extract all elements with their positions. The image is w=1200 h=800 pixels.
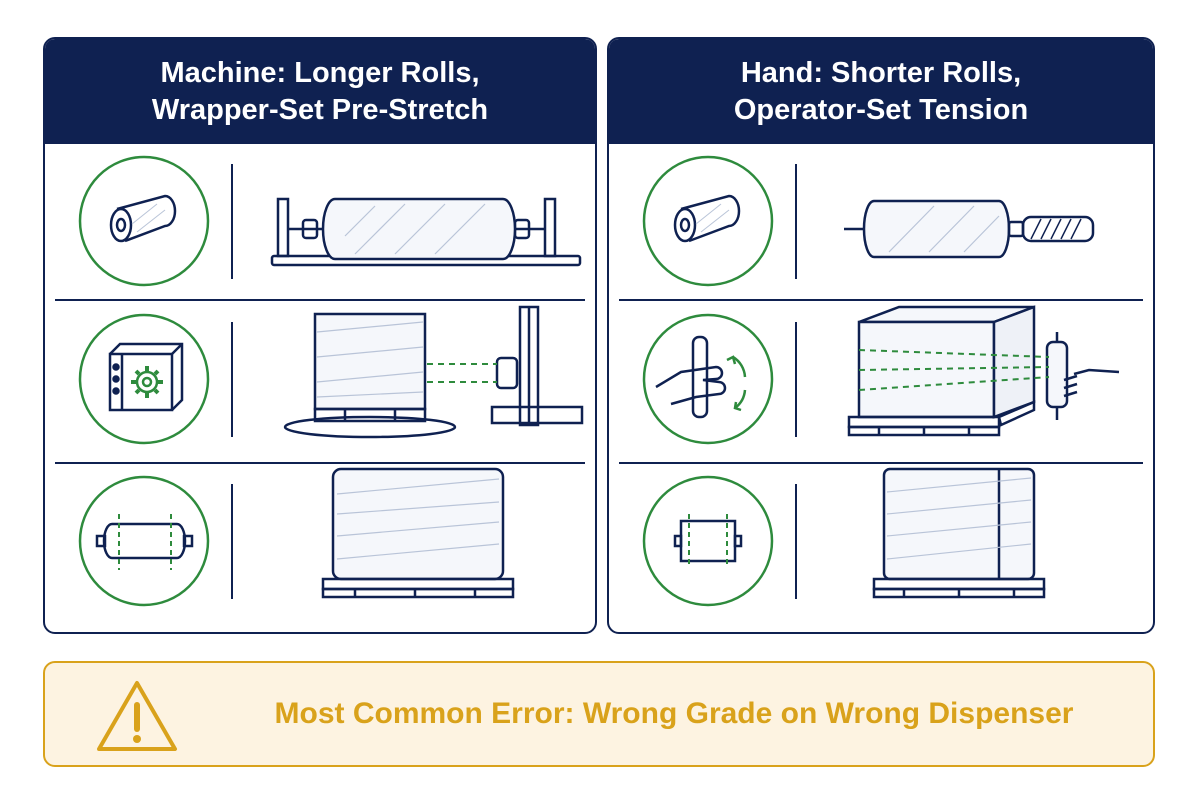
machine-row-prestretch [55, 302, 585, 457]
hand-grip-rotate-icon [641, 312, 775, 446]
hand-panel: Hand: Shorter Rolls, Operator-Set Tensio… [607, 37, 1155, 634]
machine-rows [45, 144, 595, 631]
machine-film-width-icon [77, 474, 211, 608]
hand-rows [609, 144, 1153, 631]
machine-roll-on-stand-illustration [255, 144, 585, 299]
hand-wrapping-pallet-illustration [819, 302, 1149, 457]
warning-banner: Most Common Error: Wrong Grade on Wrong … [43, 661, 1155, 767]
warning-triangle-icon [93, 677, 181, 755]
warning-text: Most Common Error: Wrong Grade on Wrong … [274, 697, 1074, 730]
machine-row-pallet [55, 464, 585, 619]
machine-panel: Machine: Longer Rolls, Wrapper-Set Pre-S… [43, 37, 597, 634]
hand-panel-title: Hand: Shorter Rolls, Operator-Set Tensio… [733, 56, 1029, 126]
hand-panel-header: Hand: Shorter Rolls, Operator-Set Tensio… [609, 39, 1153, 144]
hand-row-roll [619, 144, 1143, 299]
machine-panel-title: Machine: Longer Rolls, Wrapper-Set Pre-S… [151, 56, 489, 126]
machine-turntable-wrapper-illustration [255, 302, 585, 457]
hand-roll-with-handle-illustration [819, 144, 1149, 299]
machine-roll-icon [77, 154, 211, 288]
hand-row-tension [619, 302, 1143, 457]
hand-film-width-icon [641, 474, 775, 608]
hand-roll-icon [641, 154, 775, 288]
hand-row-pallet [619, 464, 1143, 619]
machine-panel-header: Machine: Longer Rolls, Wrapper-Set Pre-S… [45, 39, 595, 144]
machine-wrapped-pallet-illustration [255, 464, 585, 619]
hand-wrapped-pallet-illustration [819, 464, 1149, 619]
machine-gear-box-icon [77, 312, 211, 446]
machine-row-roll [55, 144, 585, 299]
